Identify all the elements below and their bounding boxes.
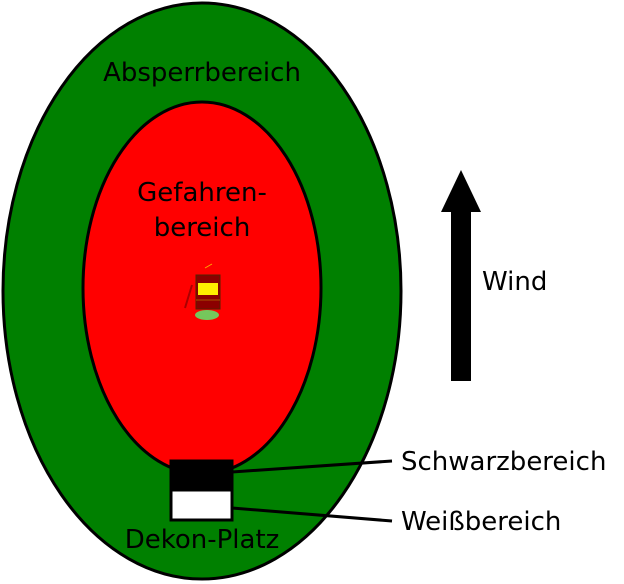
dekon-platz-label: Dekon-Platz — [125, 525, 280, 555]
schwarzbereich-label: Schwarzbereich — [401, 447, 606, 477]
wind-label: Wind — [482, 267, 547, 297]
weissbereich-label: Weißbereich — [401, 507, 561, 537]
weissbereich-callout-line — [231, 506, 393, 523]
absperrbereich-label: Absperrbereich — [103, 58, 301, 88]
gefahrenbereich-label-line1: Gefahren- — [137, 178, 267, 208]
schwarzbereich-callout-line — [231, 459, 393, 474]
schwarzbereich-box — [169, 459, 234, 492]
hazard-barrel-icon — [184, 263, 221, 320]
gefahrenbereich-label-line2: bereich — [154, 213, 251, 243]
up-arrow-icon — [441, 170, 481, 381]
weissbereich-box — [169, 488, 234, 522]
